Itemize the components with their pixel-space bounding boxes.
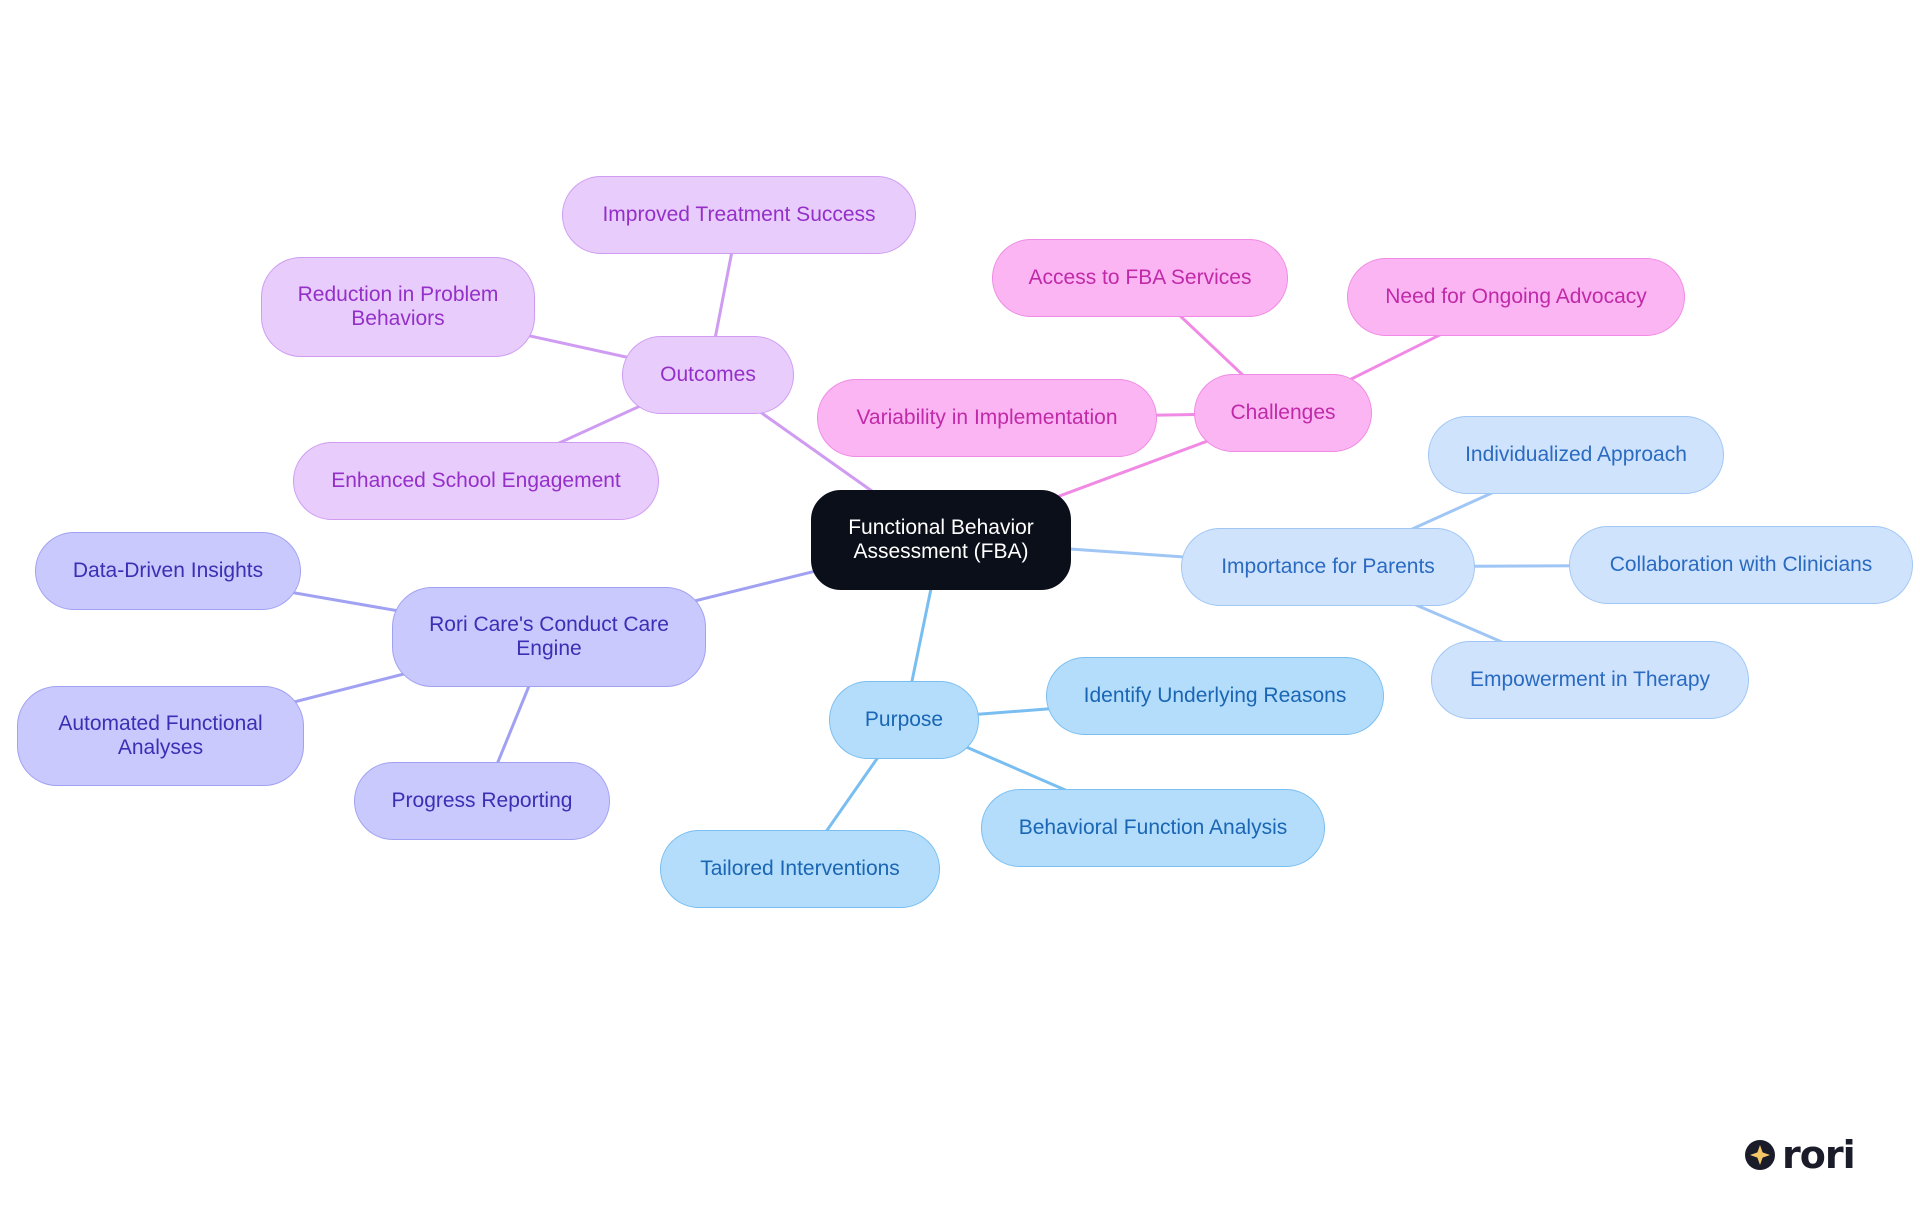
- branch-label-line: Engine: [516, 637, 582, 660]
- branch-node-outcomes: Outcomes: [622, 336, 794, 414]
- leaf-label: Need for Ongoing Advocacy: [1385, 285, 1647, 308]
- branch-label: Outcomes: [660, 363, 756, 386]
- leaf-node-behavioral-function-analysis: Behavioral Function Analysis: [981, 789, 1325, 867]
- leaf-label: Access to FBA Services: [1028, 266, 1252, 289]
- root-label-line: Assessment (FBA): [853, 540, 1029, 563]
- leaf-node-improved-treatment-success: Improved Treatment Success: [562, 176, 916, 254]
- leaf-label-line: Reduction in Problem: [297, 283, 499, 306]
- leaf-node-enhanced-school-engagement: Enhanced School Engagement: [293, 442, 659, 520]
- leaf-label: Behavioral Function Analysis: [1018, 816, 1288, 839]
- branch-node-challenges: Challenges: [1194, 374, 1372, 452]
- leaf-label: Identify Underlying Reasons: [1083, 684, 1347, 707]
- branch-label: Challenges: [1230, 401, 1336, 424]
- leaf-node-progress-reporting: Progress Reporting: [354, 762, 610, 840]
- leaf-node-tailored-interventions: Tailored Interventions: [660, 830, 940, 908]
- leaf-label: Enhanced School Engagement: [331, 469, 621, 492]
- root-node-fba: Functional Behavior Assessment (FBA): [811, 490, 1071, 590]
- rori-logo: rori: [1744, 1134, 1870, 1176]
- leaf-label: Improved Treatment Success: [602, 203, 876, 226]
- branch-label: Purpose: [864, 708, 944, 731]
- leaf-node-identify-underlying-reasons: Identify Underlying Reasons: [1046, 657, 1384, 735]
- leaf-label: Empowerment in Therapy: [1469, 668, 1711, 691]
- branch-label: Importance for Parents: [1221, 555, 1435, 578]
- branch-node-rori-care-engine: Rori Care's Conduct Care Engine: [392, 587, 706, 687]
- leaf-label: Individualized Approach: [1465, 443, 1687, 466]
- leaf-node-automated-functional-analyses: Automated Functional Analyses: [17, 686, 304, 786]
- leaf-node-individualized-approach: Individualized Approach: [1428, 416, 1724, 494]
- branch-node-importance-for-parents: Importance for Parents: [1181, 528, 1475, 606]
- leaf-label-line: Automated Functional: [58, 712, 263, 735]
- leaf-label: Collaboration with Clinicians: [1609, 553, 1873, 576]
- leaf-node-access-to-fba-services: Access to FBA Services: [992, 239, 1288, 317]
- leaf-node-collaboration-with-clinicians: Collaboration with Clinicians: [1569, 526, 1913, 604]
- branch-label-line: Rori Care's Conduct Care: [429, 613, 669, 636]
- leaf-label-line: Analyses: [117, 736, 204, 759]
- leaf-label: Tailored Interventions: [700, 857, 900, 880]
- leaf-label: Data-Driven Insights: [72, 559, 264, 582]
- leaf-node-variability-in-implementation: Variability in Implementation: [817, 379, 1157, 457]
- leaf-node-empowerment-in-therapy: Empowerment in Therapy: [1431, 641, 1749, 719]
- logo-wordmark: rori: [1782, 1133, 1856, 1177]
- leaf-label: Progress Reporting: [391, 789, 573, 812]
- root-label-line: Functional Behavior: [848, 516, 1034, 539]
- leaf-node-need-for-ongoing-advocacy: Need for Ongoing Advocacy: [1347, 258, 1685, 336]
- branch-node-purpose: Purpose: [829, 681, 979, 759]
- leaf-label: Variability in Implementation: [856, 406, 1118, 429]
- star-badge-icon: [1745, 1140, 1775, 1170]
- leaf-node-reduction-in-problem-behaviors: Reduction in Problem Behaviors: [261, 257, 535, 357]
- leaf-label-line: Behaviors: [351, 307, 445, 330]
- leaf-node-data-driven-insights: Data-Driven Insights: [35, 532, 301, 610]
